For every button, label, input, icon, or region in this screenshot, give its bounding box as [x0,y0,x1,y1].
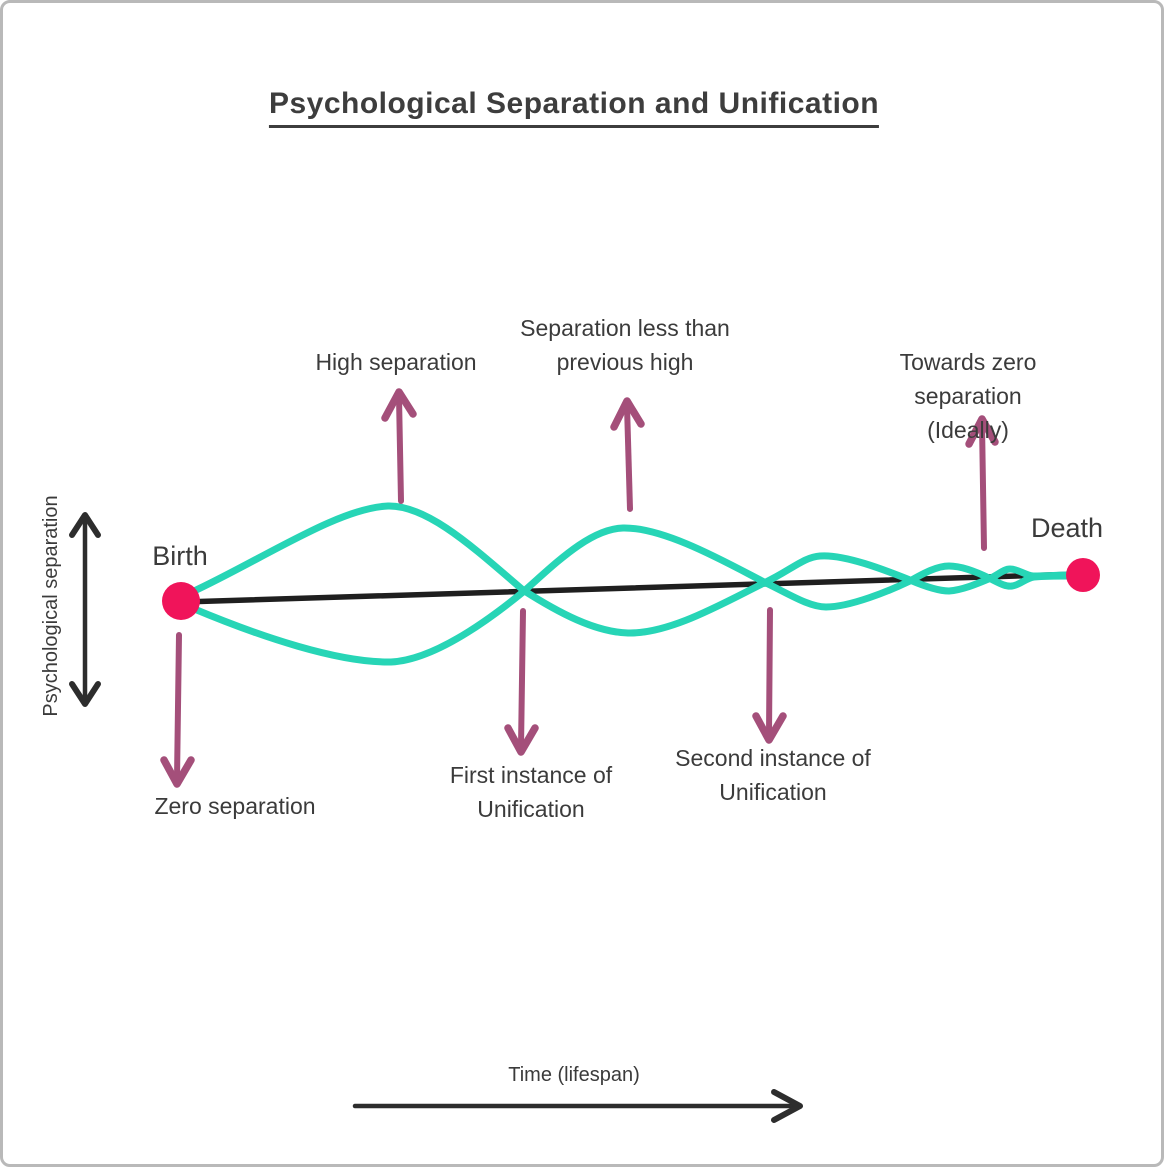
separation-less-label: Separation less than previous high [520,315,730,375]
timeline-line [180,571,1084,605]
second-unification-label: Second instance of Unification [675,745,871,805]
separation-less-up-arrow [610,397,645,512]
high-separation-up-arrow [381,388,417,504]
x-axis-time-arrow [352,1089,803,1123]
zero-separation-down-arrow [160,632,195,788]
diagram-figure [69,388,1100,1123]
separation-curve-upper-strand [188,502,1073,637]
birth-label: Birth [152,541,208,571]
first-unification-down-arrow [504,608,539,756]
y-axis-double-arrow [69,512,101,707]
towards-zero-up-arrow [965,415,999,551]
zero-separation-label: Zero separation [154,793,316,819]
separation-curve-lower-strand [188,524,1073,666]
death-dot [1066,558,1100,592]
birth-dot [162,582,200,620]
high-separation-label: High separation [315,349,477,375]
x-axis-label: Time (lifespan) [508,1064,640,1086]
page-title: Psychological Separation and Unification [268,87,880,128]
first-unification-label: First instance of Unification [449,762,613,822]
death-label: Death [1030,513,1104,543]
second-unification-down-arrow [752,607,787,744]
y-axis-label: Psychological separation [40,495,62,717]
towards-zero-label: Towards zero separation (Ideally) [899,349,1037,443]
